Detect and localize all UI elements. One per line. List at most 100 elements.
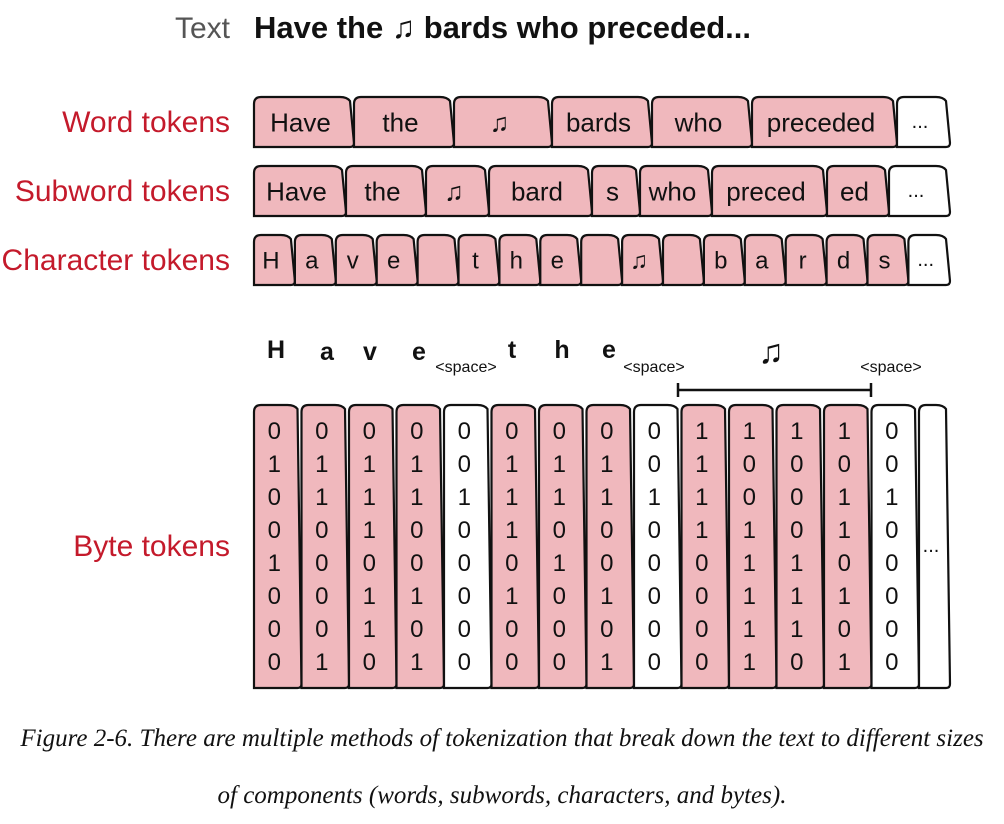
bit-value: 1: [600, 484, 613, 511]
bit-value: 0: [268, 484, 281, 511]
bit-value: 1: [458, 484, 471, 511]
token-cell: preceded: [750, 95, 899, 149]
bit-value: 0: [743, 484, 756, 511]
figure-caption-line-2: of components (words, subwords, characte…: [217, 782, 787, 809]
token-cell: s: [866, 233, 910, 287]
token-box: [452, 95, 554, 149]
byte-header: <space>: [435, 359, 496, 376]
byte-header: v: [363, 338, 377, 366]
bit-value: 1: [410, 649, 423, 676]
more-bytes-column: ...: [917, 403, 952, 690]
token-box: [825, 164, 891, 218]
more-tokens-cell: ...: [887, 164, 952, 218]
bit-value: 0: [458, 517, 471, 544]
byte-box: [442, 403, 493, 690]
bit-value: 0: [648, 616, 661, 643]
bit-value: 0: [410, 517, 423, 544]
token-label: who: [648, 176, 697, 206]
bit-value: 1: [410, 583, 423, 610]
byte-header: <space>: [860, 359, 921, 376]
bit-value: 1: [838, 484, 851, 511]
bit-value: 1: [885, 484, 898, 511]
token-box: [539, 233, 583, 287]
bit-value: 1: [505, 451, 518, 478]
token-label: e: [387, 248, 400, 275]
token-box: [344, 164, 428, 218]
bit-value: 0: [743, 451, 756, 478]
word-tokens-label: Word tokens: [62, 106, 230, 139]
token-box: [710, 164, 829, 218]
token-box: [887, 164, 952, 218]
token-label: bard: [511, 176, 563, 206]
bit-value: 0: [315, 418, 328, 445]
bit-value: 0: [268, 649, 281, 676]
bit-value: 1: [790, 616, 803, 643]
token-cell: the: [344, 164, 428, 218]
bit-value: 0: [315, 550, 328, 577]
bit-value: 1: [363, 616, 376, 643]
bit-value: 0: [505, 616, 518, 643]
bit-value: 0: [695, 550, 708, 577]
more-tokens-label: ...: [908, 180, 925, 202]
byte-header: e: [602, 336, 616, 364]
bit-value: 0: [268, 616, 281, 643]
byte-box: [585, 403, 636, 690]
bit-value: 1: [743, 418, 756, 445]
bit-value: 0: [600, 616, 613, 643]
text-row-label: Text: [175, 12, 231, 45]
more-bytes-label: ...: [923, 535, 940, 557]
text-row-value: Have the ♫ bards who preceded...: [254, 10, 751, 45]
bit-value: 1: [363, 583, 376, 610]
bit-value: 0: [695, 583, 708, 610]
token-box: [252, 95, 356, 149]
token-cell: b: [702, 233, 746, 287]
bit-value: 1: [410, 451, 423, 478]
token-label: ♫: [444, 176, 464, 206]
token-cell: r: [784, 233, 828, 287]
bit-value: 0: [363, 649, 376, 676]
token-cell: t: [457, 233, 501, 287]
bit-value: 1: [363, 484, 376, 511]
bit-value: 0: [505, 550, 518, 577]
bit-value: 1: [505, 484, 518, 511]
token-box: [334, 233, 378, 287]
bit-value: 1: [363, 451, 376, 478]
byte-header: <space>: [623, 359, 684, 376]
token-cell: a: [743, 233, 787, 287]
bit-value: 0: [600, 517, 613, 544]
more-tokens-cell: ...: [895, 95, 952, 149]
byte-box: [490, 403, 541, 690]
bit-value: 1: [410, 484, 423, 511]
more-tokens-label: ...: [912, 111, 929, 133]
bit-value: 1: [600, 583, 613, 610]
bit-value: 1: [743, 583, 756, 610]
bit-value: 0: [268, 583, 281, 610]
byte-box: [775, 403, 826, 690]
bit-value: 1: [695, 451, 708, 478]
bit-value: 1: [315, 451, 328, 478]
byte-box: [727, 403, 778, 690]
bit-value: 0: [600, 418, 613, 445]
byte-box: [537, 403, 588, 690]
token-box: [661, 233, 706, 287]
bit-value: 1: [505, 583, 518, 610]
bit-value: 1: [695, 418, 708, 445]
bit-value: 0: [885, 550, 898, 577]
token-cell: preced: [710, 164, 829, 218]
bit-value: 0: [648, 451, 661, 478]
token-box: [825, 233, 869, 287]
bit-value: 0: [553, 583, 566, 610]
bit-value: 0: [648, 418, 661, 445]
bit-value: 0: [885, 517, 898, 544]
token-label: a: [755, 248, 769, 275]
token-label: preced: [726, 176, 806, 206]
